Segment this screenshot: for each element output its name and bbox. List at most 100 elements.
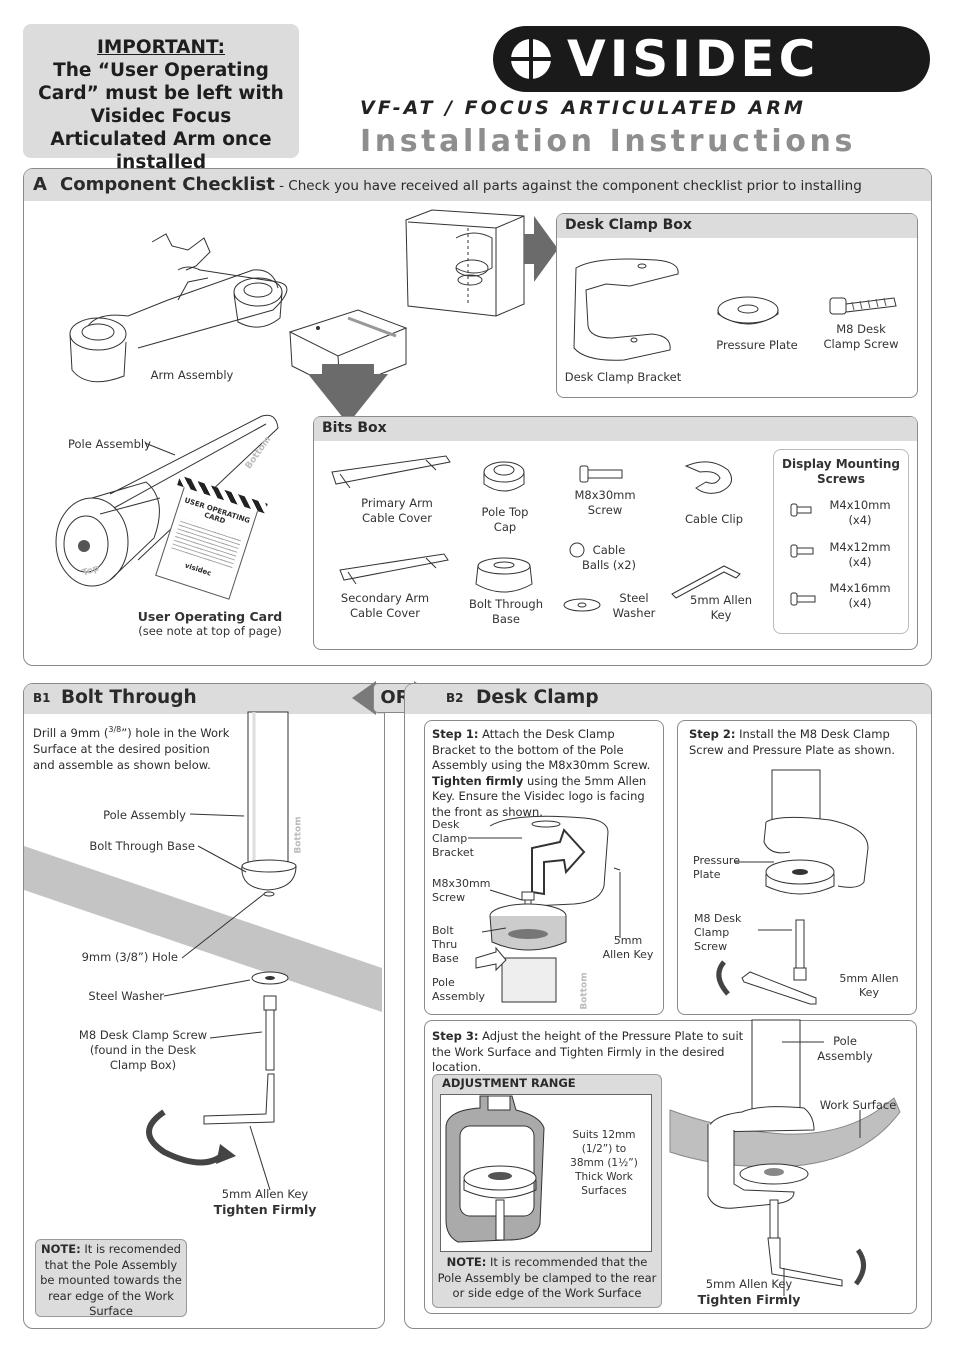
step1-pole-label: Pole Assembly (432, 976, 486, 1003)
b1-title: Bolt Through (61, 687, 197, 708)
secondary-cable-cover-drawing (339, 553, 449, 585)
b1-key-text: 5mm Allen Key (221, 1187, 309, 1201)
secondary-cable-cover-label: Secondary Arm Cable Cover (340, 591, 430, 620)
step1-text-b: using the 5mm Allen Key. Ensure the Visi… (432, 773, 647, 819)
screw-qty: (x4) (848, 513, 872, 527)
display-screw-item: M4x16mm (x4) (824, 581, 896, 611)
primary-cable-cover-label: Primary Arm Cable Cover (361, 496, 433, 525)
m8x30-screw-label: M8x30mm Screw (574, 488, 636, 517)
important-notice: IMPORTANT: The “User Operating Card” mus… (23, 24, 299, 173)
step1-base-label: Bolt Thru Base (432, 924, 459, 965)
b1-screw-label: M8 Desk Clamp Screw (found in the Desk C… (78, 1028, 208, 1072)
step1-screw-label: M8x30mm Screw (432, 877, 491, 904)
user-card-note: (see note at top of page) (138, 624, 282, 638)
b1-intro: Drill a 9mm (3/8”) hole in the Work Surf… (33, 722, 233, 773)
step1-bracket-label: Desk Clamp Bracket (432, 818, 474, 859)
step2-screw-label: M8 Desk Clamp Screw (694, 912, 742, 953)
pole-assembly-label: Pole Assembly (68, 437, 151, 451)
logo-wordmark: VISIDEC (567, 30, 820, 88)
section-a-subtitle: - Check you have received all parts agai… (274, 178, 862, 194)
step1-key-label: 5mm Allen Key (602, 934, 654, 961)
pressure-plate-drawing (717, 296, 779, 325)
adjustment-range-diagram (445, 1095, 545, 1243)
primary-cable-cover-drawing (331, 455, 451, 489)
pressure-plate-label: Pressure Plate (716, 338, 798, 352)
step3-diagram (669, 1019, 901, 1296)
b2-title: Desk Clamp (476, 687, 599, 708)
bolt-through-diagram (24, 711, 382, 1191)
page-title: Installation Instructions (360, 124, 856, 159)
screw-qty: (x4) (848, 596, 872, 610)
adjustment-suits-label: Suits 12mm (1/2”) to 38mm (1½”) Thick Wo… (570, 1129, 638, 1197)
adjustment-range-title: ADJUSTMENT RANGE (442, 1076, 576, 1090)
step3-surface-label: Work Surface (819, 1098, 897, 1112)
section-a-letter: A (33, 174, 47, 195)
m8-screw-label: M8 Desk Clamp Screw (823, 322, 899, 351)
desk-clamp-box-title: Desk Clamp Box (557, 214, 917, 238)
steel-washer-drawing (563, 598, 601, 612)
display-screw-item: M4x12mm (x4) (824, 540, 896, 570)
step3-text: Step 3: Adjust the height of the Pressur… (432, 1029, 748, 1076)
step2-key-label: 5mm Allen Key (839, 972, 899, 999)
display-screw-item: M4x10mm (x4) (824, 498, 896, 528)
step2-diagram (716, 769, 869, 1005)
m8x30-screw-drawing (579, 465, 623, 483)
step3-pole-label: Pole Assembly (817, 1034, 873, 1063)
user-card-label: User Operating Card (see note at top of … (135, 609, 285, 639)
bolt-through-panel (23, 683, 385, 1329)
b1-note-text: It is recomended that the Pole Assembly … (40, 1242, 182, 1318)
b1-intro-b: ”) hole in the Work Surface at the desir… (33, 725, 230, 772)
step2-text: Step 2: Install the M8 Desk Clamp Screw … (689, 727, 909, 758)
desk-clamp-box-panel: Desk Clamp Box (556, 213, 918, 398)
step3-note: NOTE: It is recommended that the Pole As… (436, 1255, 658, 1302)
step1-bold: Tighten firmly (432, 773, 524, 788)
screw-size: M4x16mm (829, 581, 891, 595)
b1-base-label: Bolt Through Base (89, 839, 195, 853)
logo-emblem-icon (505, 32, 557, 86)
step2-leaders (734, 861, 792, 931)
arrow-down-icon (308, 364, 388, 424)
step3-label: Step 3: (432, 1029, 479, 1043)
step3-tighten: Tighten Firmly (697, 1292, 801, 1307)
b1-intro-a: Drill a 9mm ( (33, 725, 109, 740)
b1-intro-frac: 3/8 (108, 725, 122, 734)
m8-desk-clamp-screw-drawing (829, 297, 897, 315)
b1-tighten: Tighten Firmly (213, 1202, 317, 1217)
pole-assembly-drawing (55, 414, 279, 587)
m4-screw-icon (790, 592, 816, 606)
bits-box-title: Bits Box (314, 417, 917, 441)
step3-text-body: Adjust the height of the Pressure Plate … (432, 1029, 744, 1074)
step3-note-label: NOTE: (446, 1255, 487, 1269)
arrow-right-icon (524, 216, 558, 282)
m4-screw-icon (790, 544, 814, 558)
b2-badge: B2 (446, 691, 464, 705)
desk-clamp-bracket-label: Desk Clamp Bracket (564, 370, 682, 384)
user-card-title-label: User Operating Card (137, 609, 283, 624)
bolt-through-base-label: Bolt Through Base (469, 597, 543, 626)
screw-qty: (x4) (848, 555, 872, 569)
cable-clip-label: Cable Clip (684, 512, 744, 526)
b1-hole-label: 9mm (3/8”) Hole (81, 950, 178, 964)
b1-pole-label: Pole Assembly (103, 808, 186, 822)
step1-bottom-mark: Bottom (579, 972, 590, 1010)
allen-key-label: 5mm Allen Key (690, 593, 752, 622)
step3-key-label: 5mm Allen Key Tighten Firmly (694, 1277, 804, 1307)
cable-ball-icon (569, 542, 585, 558)
step3-key-text: 5mm Allen Key (705, 1277, 793, 1291)
display-screws-title: Display Mounting Screws (782, 457, 900, 486)
step2-plate-label: Pressure Plate (693, 854, 740, 881)
desk-clamp-bracket-drawing (573, 258, 679, 361)
product-name: VF-AT / FOCUS ARTICULATED ARM (360, 97, 806, 119)
step1-leaders (468, 837, 523, 933)
arm-assembly-drawing (69, 233, 288, 383)
step3-note-text: It is recommended that the Pole Assembly… (437, 1255, 657, 1300)
b1-pole-bottom-mark: Bottom (293, 816, 304, 854)
b1-badge: B1 (33, 691, 51, 705)
section-a-heading: Component Checklist - Check you have rec… (60, 174, 862, 195)
important-body: The “User Operating Card” must be left w… (38, 60, 284, 173)
section-a-title: Component Checklist (60, 174, 275, 195)
bolt-through-header (24, 684, 384, 714)
step1-label: Step 1: (432, 727, 479, 741)
b1-key-label: 5mm Allen Key Tighten Firmly (200, 1187, 330, 1217)
allen-key-drawing (671, 565, 741, 599)
